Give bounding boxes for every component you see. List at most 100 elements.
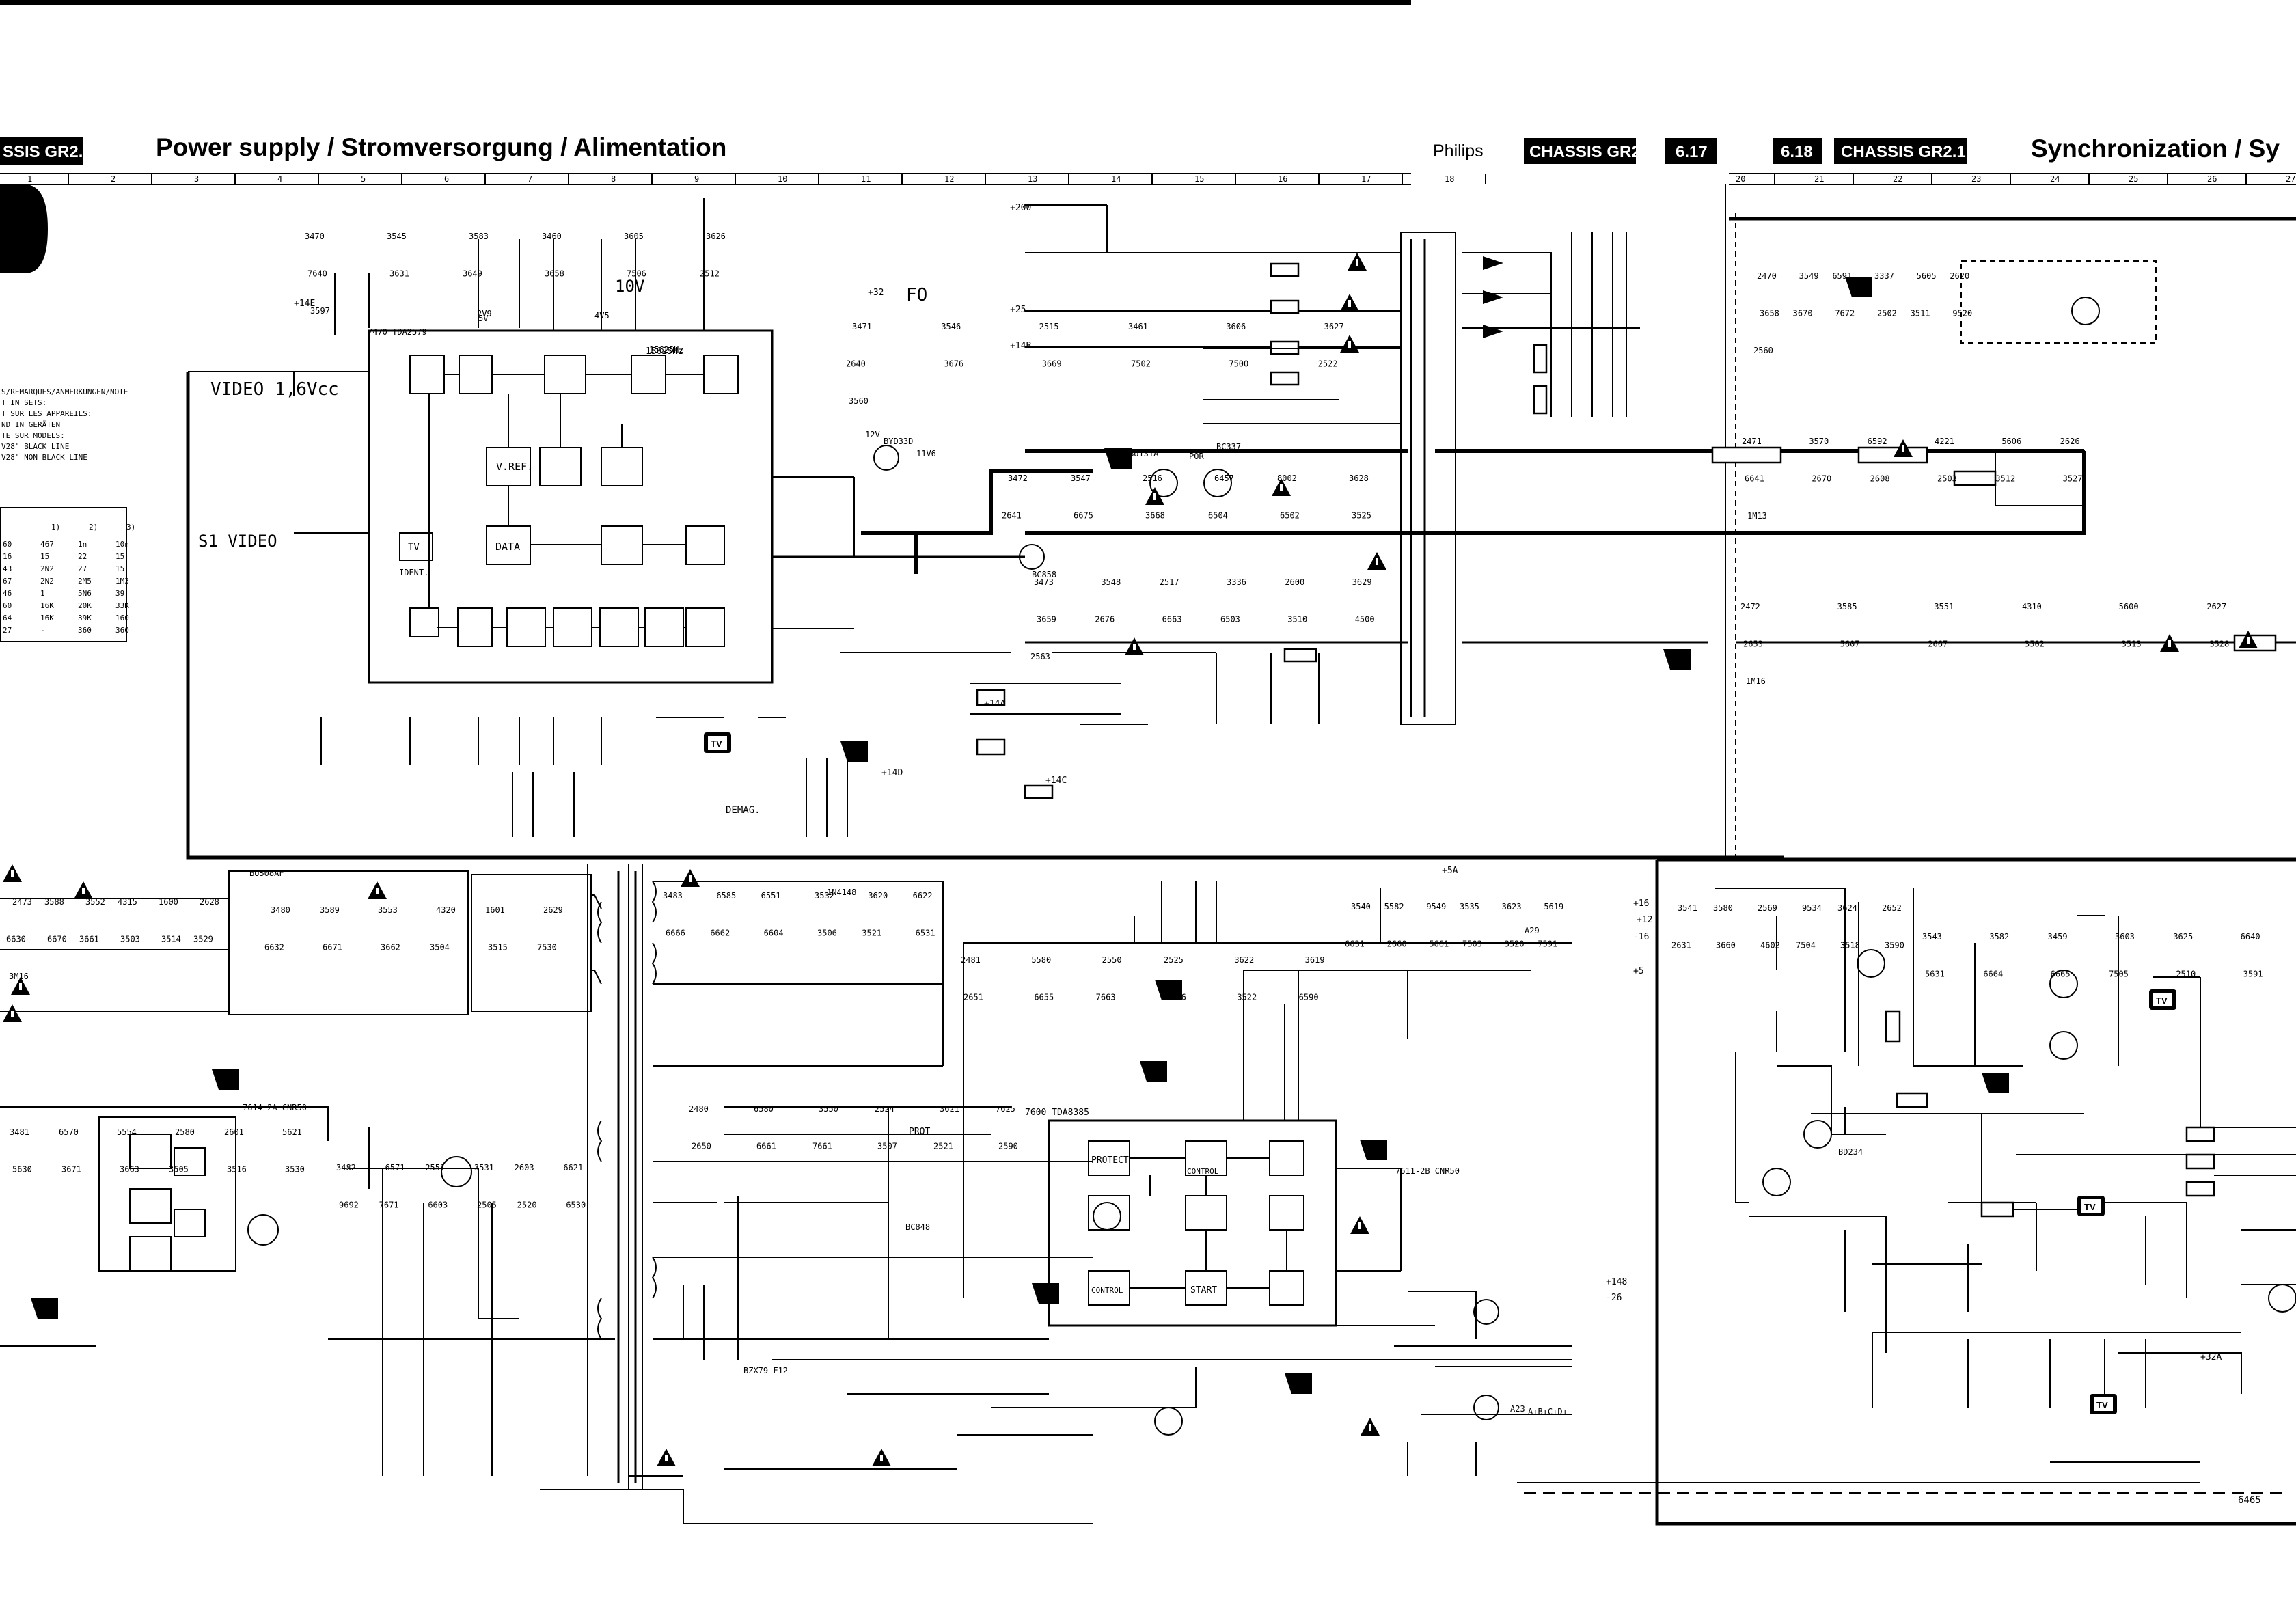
component-ref: 2524: [875, 1104, 894, 1114]
component-ref: 7640: [308, 269, 327, 278]
component-ref: 4320: [436, 905, 456, 915]
line-transformer-core: [1410, 239, 1426, 717]
component-ref: 3511: [1911, 308, 1930, 318]
component-ref: 3671: [62, 1164, 81, 1174]
warning-triangle-icon: [1125, 637, 1144, 655]
annotation-label: BC337: [1216, 442, 1241, 452]
component-ref: 3663: [120, 1164, 139, 1174]
component-ref: 3621: [940, 1104, 959, 1114]
annotation-label: +148: [1606, 1277, 1627, 1287]
component-ref: 2650: [692, 1141, 711, 1151]
note-line: ND IN GERÄTEN: [1, 420, 60, 429]
component-ref: 2603: [515, 1163, 534, 1172]
section-marker: [0, 184, 48, 273]
component-ref: 3551: [1934, 602, 1954, 612]
table-cell: 16K: [40, 601, 54, 610]
component-ref: 6621: [563, 1163, 583, 1172]
table-cell: 467: [40, 540, 54, 549]
control-label-1: CONTROL: [1187, 1167, 1219, 1176]
component-ref: 2502: [1877, 308, 1897, 318]
table-cell: 5N6: [78, 589, 92, 598]
ruler-label: 6: [444, 174, 449, 184]
component-ref: 6604: [764, 928, 784, 937]
ruler-label: 7: [528, 174, 532, 184]
warning-triangle-icon: [2160, 634, 2179, 652]
table-header-cell: 2): [89, 523, 98, 532]
annotation-label: 5V: [478, 314, 488, 323]
component-ref: 3460: [542, 232, 562, 241]
component-ref: 3527: [2063, 473, 2083, 483]
annotation-label: A29: [1525, 926, 1540, 935]
table-cell: 60: [3, 601, 12, 610]
warning-triangle-icon: [74, 881, 93, 899]
component-ref: 2525: [1164, 955, 1184, 965]
component-ref: 3528: [2209, 639, 2229, 648]
frame-sync-section: [1655, 860, 2296, 1526]
component-ref: 5619: [1544, 902, 1563, 911]
warning-triangle-icon: [3, 864, 22, 882]
warning-triangle-icon: [1894, 439, 1913, 457]
component-ref: 3502: [2025, 639, 2045, 648]
table-cell: 20K: [78, 601, 92, 610]
component-ref: 2600: [1285, 577, 1304, 587]
component-ref: 5605: [1917, 271, 1937, 281]
component-ref: 3336: [1227, 577, 1246, 587]
component-ref: 2473: [12, 897, 32, 907]
annotation-label: A+B+C+D+: [1528, 1407, 1568, 1416]
table-cell: 1n: [78, 540, 87, 549]
component-ref: 5600: [2119, 602, 2139, 612]
frame-upper-left: [186, 372, 1719, 860]
freq-label: 15625Hz: [646, 346, 683, 357]
table-cell: 2M5: [78, 577, 92, 586]
component-ref: 3590: [1885, 940, 1904, 950]
component-ref: 3510: [1287, 614, 1307, 624]
component-ref: 3515: [488, 942, 508, 952]
page-number-left: 6.17: [1676, 143, 1708, 161]
page-title-right: Synchronization / Sy: [2031, 135, 2280, 163]
component-ref: 7505: [2109, 969, 2129, 978]
component-ref: 2641: [1002, 510, 1022, 520]
component-ref: 3507: [877, 1141, 897, 1151]
component-ref: 3459: [2048, 932, 2068, 942]
component-ref: 3461: [1128, 322, 1148, 331]
tda8385-block: PROTECT CONTROL CONTROL START 7600 TDA83…: [1025, 1108, 1337, 1327]
component-ref: 3553: [378, 905, 398, 915]
component-ref: 2522: [1318, 359, 1338, 368]
annotation-label: BZX79-F12: [743, 1366, 788, 1375]
component-ref: 2471: [1742, 437, 1762, 446]
header: SSIS GR2.1 Power supply / Stromversorgun…: [0, 133, 2280, 165]
warning-triangle-icon: [657, 1449, 676, 1466]
annotation-label: VIDEO 1,6Vcc: [210, 379, 339, 400]
protect-label: PROTECT: [1091, 1155, 1129, 1166]
component-ref: 6580: [754, 1104, 774, 1114]
component-ref: 2520: [517, 1200, 537, 1209]
component-ref: 3548: [1101, 577, 1121, 587]
component-ref: 3622: [1234, 955, 1254, 965]
component-ref: 6662: [710, 928, 730, 937]
component-ref: 2550: [1102, 955, 1122, 965]
component-ref: 2627: [2206, 602, 2226, 612]
component-ref: 2660: [1387, 939, 1407, 948]
component-ref: 3522: [1237, 992, 1257, 1002]
warning-triangle-icon: [1340, 335, 1359, 353]
component-ref: 6661: [756, 1141, 776, 1151]
ruler-label: 9: [694, 174, 699, 184]
component-ref: 3624: [1837, 903, 1857, 913]
warning-triangle-icon: [1367, 552, 1386, 570]
component-ref: 9534: [1802, 903, 1822, 913]
component-ref: 3470: [305, 232, 325, 241]
note-line: T IN SETS:: [1, 398, 46, 407]
table-cell: 39K: [78, 614, 92, 622]
ruler-label: 18: [1445, 174, 1454, 184]
component-ref: 3525: [1352, 510, 1371, 520]
component-ref: 1M16: [1746, 676, 1766, 686]
marker-flag: [1032, 1283, 1059, 1304]
control-label-2: CONTROL: [1091, 1286, 1123, 1295]
component-ref: 2517: [1160, 577, 1179, 587]
component-references: 3470347134723473247024712472247334803481…: [6, 232, 2263, 1209]
data-label: DATA: [495, 540, 520, 553]
table-cell: 39: [115, 589, 124, 598]
